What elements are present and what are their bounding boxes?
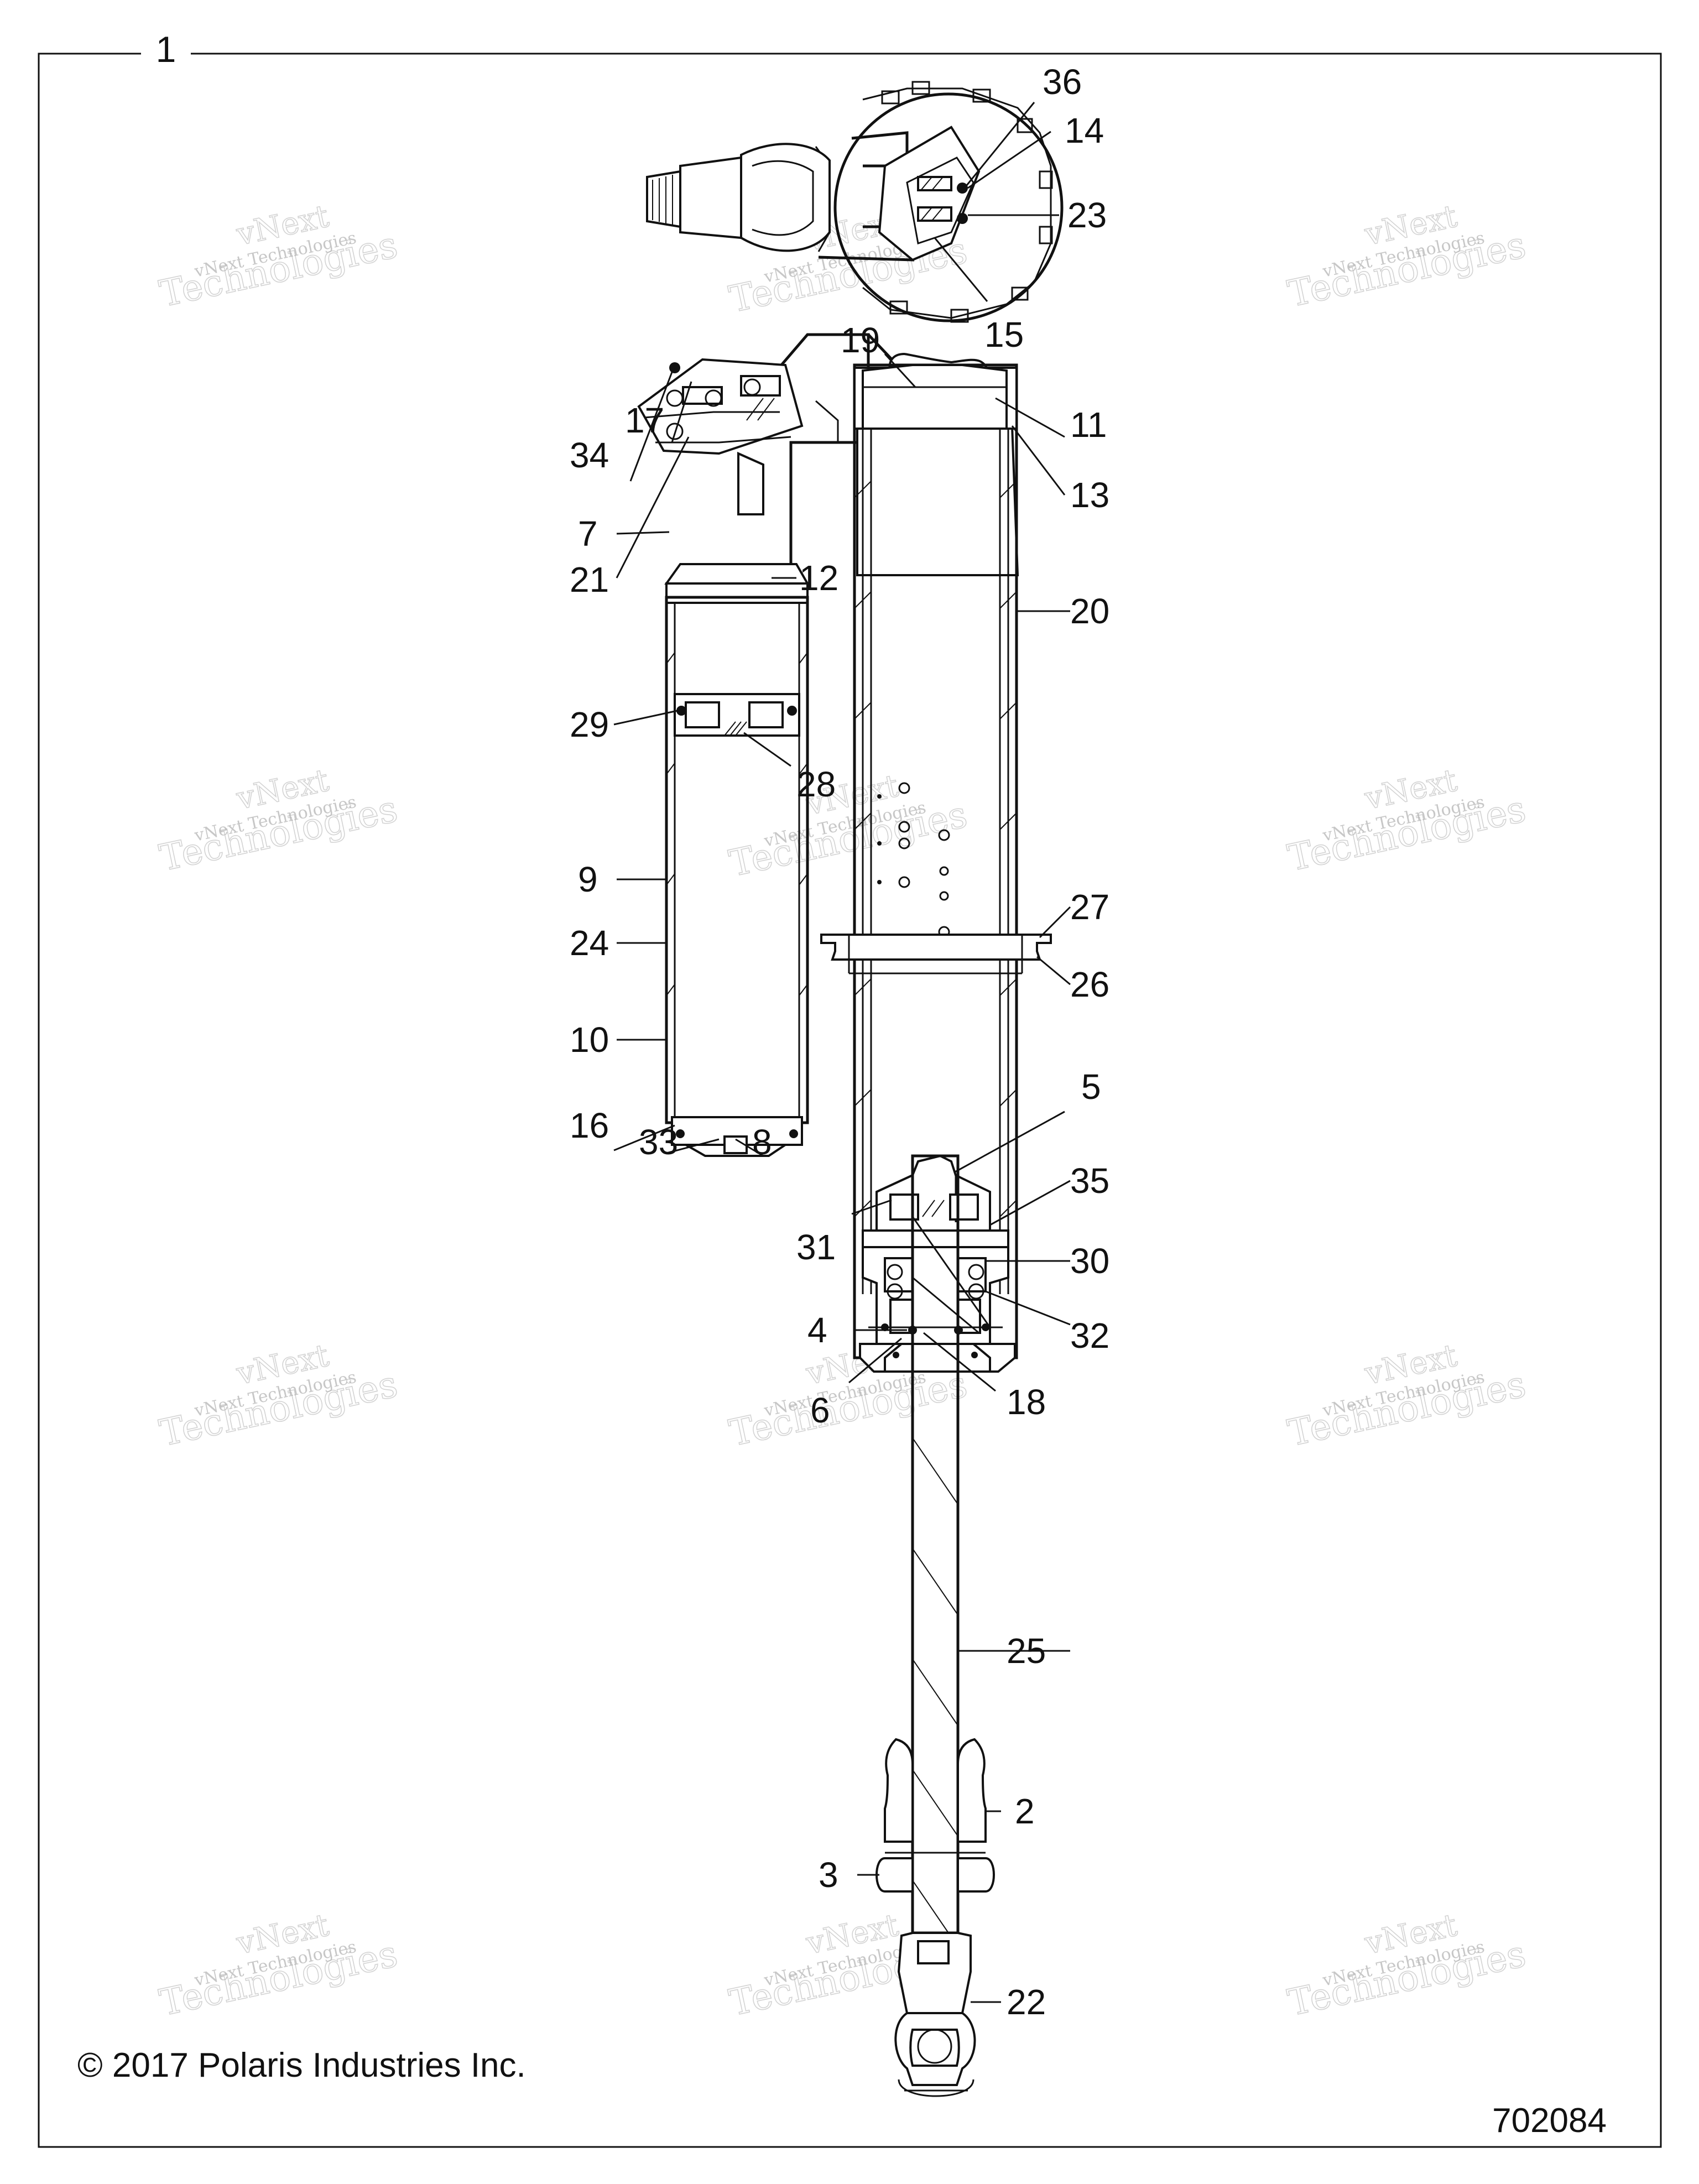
callout-7: 7 xyxy=(578,514,598,554)
callout-34: 34 xyxy=(570,435,609,475)
callout-19: 19 xyxy=(841,320,880,360)
watermark-br: vNext vNext Technologies Technologies xyxy=(1284,1907,1530,2025)
callout-28: 28 xyxy=(796,764,836,804)
callout-14: 14 xyxy=(1065,111,1104,150)
callout-10: 10 xyxy=(570,1020,609,1060)
main-shock-body xyxy=(820,352,1052,2097)
watermark-ml: vNext vNext Technologies Technologies xyxy=(155,762,402,880)
copyright-notice: © 2017 Polaris Industries Inc. xyxy=(77,2046,526,2084)
callout-32: 32 xyxy=(1070,1316,1109,1356)
watermark-layer: vNext vNext Technologies Technologies vN… xyxy=(155,198,1530,2025)
watermark-bl: vNext vNext Technologies Technologies xyxy=(155,1907,402,2025)
callout-16: 16 xyxy=(570,1106,609,1145)
callout-25: 25 xyxy=(1007,1631,1046,1671)
watermark-mc: vNext vNext Technologies Technologies xyxy=(725,768,971,885)
top-view-adjuster xyxy=(646,81,1064,323)
callout-3: 3 xyxy=(819,1855,838,1895)
callout-8: 8 xyxy=(752,1122,772,1162)
callout-22: 22 xyxy=(1007,1982,1046,2022)
diagram-frame: 1 xyxy=(38,29,1662,2148)
watermark-mr: vNext vNext Technologies Technologies xyxy=(1284,762,1530,880)
watermark-tr: vNext vNext Technologies Technologies xyxy=(1284,198,1530,316)
callout-18: 18 xyxy=(1007,1382,1046,1422)
callout-26: 26 xyxy=(1070,965,1109,1004)
callout-20: 20 xyxy=(1070,591,1109,631)
callout-27: 27 xyxy=(1070,887,1109,927)
callout-11: 11 xyxy=(1070,405,1107,445)
callout-23: 23 xyxy=(1067,195,1107,235)
figure-number: 702084 xyxy=(1492,2102,1607,2140)
callout-2: 2 xyxy=(1015,1791,1035,1831)
callout-9: 9 xyxy=(578,859,598,899)
watermark-ll: vNext vNext Technologies Technologies xyxy=(155,1337,402,1455)
callout-6: 6 xyxy=(810,1390,830,1430)
reservoir-canister xyxy=(637,333,1007,1157)
callout-24: 24 xyxy=(570,923,609,963)
callout-36: 36 xyxy=(1043,62,1082,102)
assembly-number: 1 xyxy=(156,29,176,70)
leader-lines xyxy=(613,102,1071,2003)
callout-30: 30 xyxy=(1070,1241,1109,1281)
callout-15: 15 xyxy=(984,315,1024,355)
callout-4: 4 xyxy=(807,1310,827,1350)
callout-21: 21 xyxy=(570,560,609,600)
callout-29: 29 xyxy=(570,705,609,744)
callout-33: 33 xyxy=(639,1122,678,1162)
callout-12: 12 xyxy=(799,558,838,598)
callout-13: 13 xyxy=(1070,475,1109,515)
watermark-lr: vNext vNext Technologies Technologies xyxy=(1284,1337,1530,1455)
callout-labels: 36 14 23 15 19 11 13 17 34 7 21 12 20 29… xyxy=(570,62,1109,2022)
callout-35: 35 xyxy=(1070,1161,1109,1201)
callout-17: 17 xyxy=(625,400,664,440)
watermark-tl: vNext vNext Technologies Technologies xyxy=(155,198,402,316)
callout-5: 5 xyxy=(1081,1067,1101,1107)
callout-31: 31 xyxy=(796,1227,836,1267)
